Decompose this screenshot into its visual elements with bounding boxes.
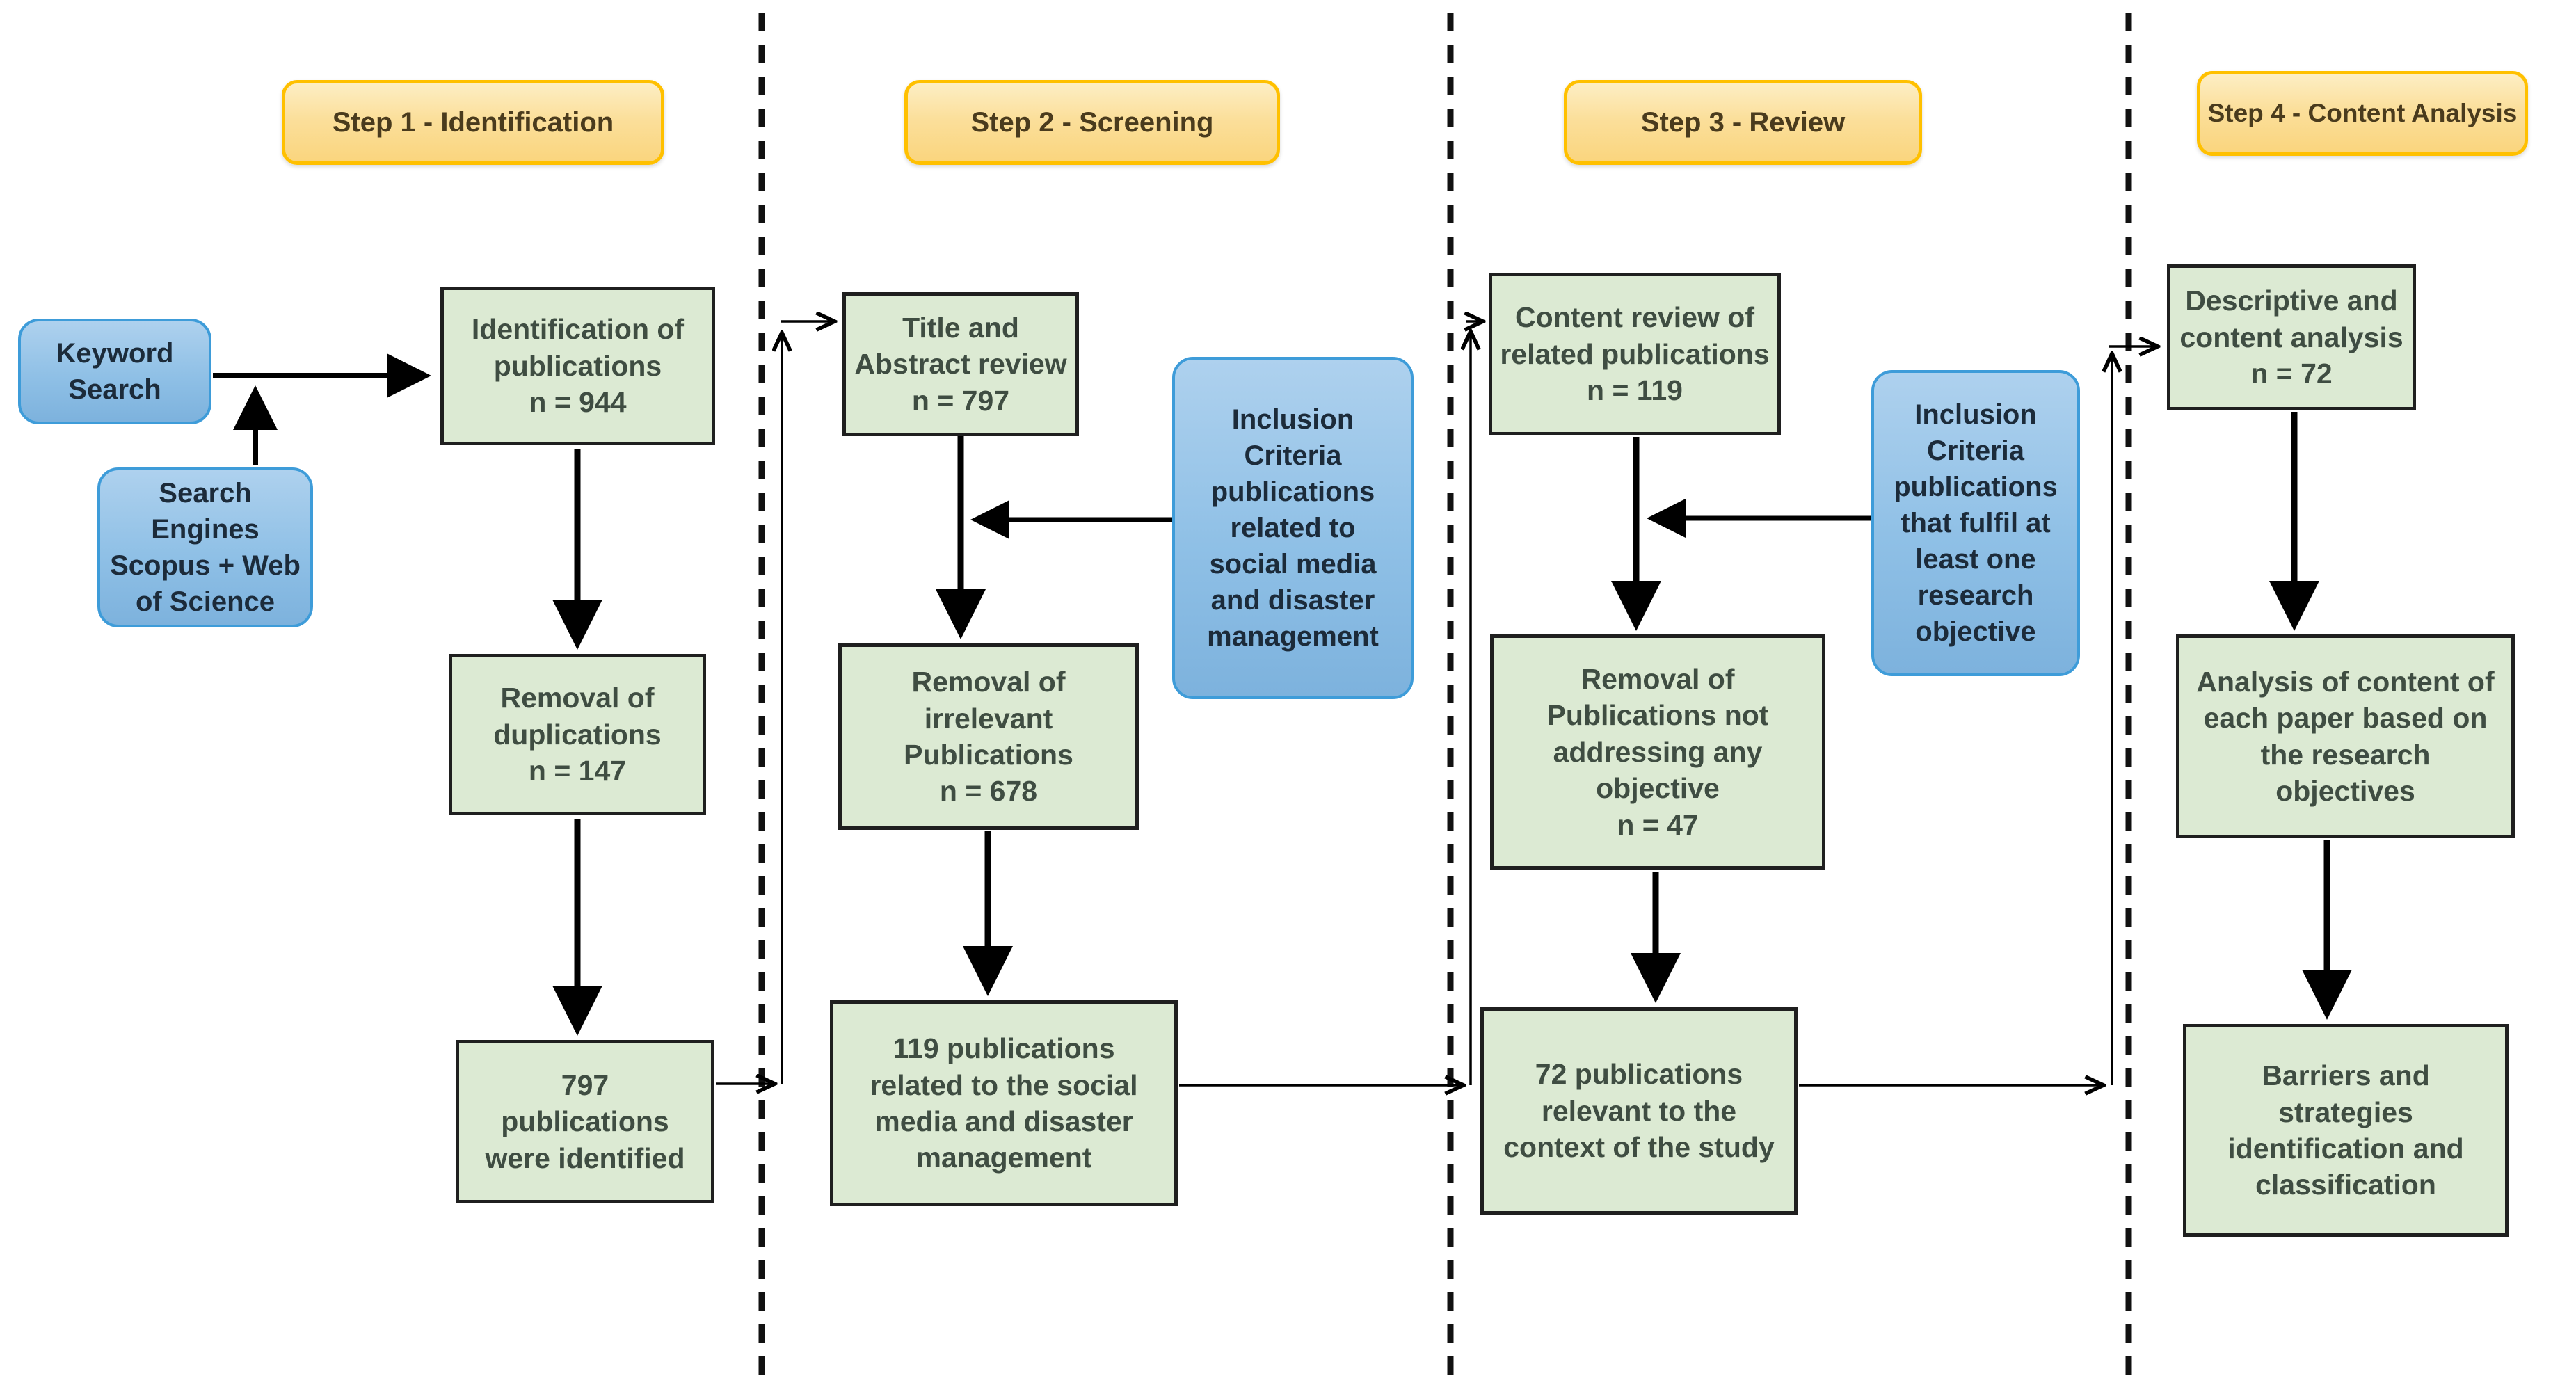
box-removal-irrelevant-publications: Removal of irrelevant Publications n = 6… bbox=[838, 643, 1139, 830]
box-title-abstract-review: Title and Abstract review n = 797 bbox=[842, 292, 1079, 436]
box-72-publications-relevant: 72 publications relevant to the context … bbox=[1480, 1007, 1798, 1215]
box-content-review-related: Content review of related publications n… bbox=[1489, 273, 1781, 435]
inclusion-screening-title: Inclusion Criteria bbox=[1231, 404, 1354, 471]
inclusion-screening-body: publications related to social media and… bbox=[1207, 477, 1379, 652]
search-engines-body: Scopus + Web of Science bbox=[110, 550, 301, 617]
box-analysis-of-content: Analysis of content of each paper based … bbox=[2176, 634, 2515, 838]
step-3-header: Step 3 - Review bbox=[1564, 80, 1922, 165]
box-797-publications-identified: 797 publications were identified bbox=[456, 1040, 714, 1203]
step-2-header: Step 2 - Screening bbox=[904, 80, 1280, 165]
box-barriers-and-strategies: Barriers and strategies identification a… bbox=[2183, 1024, 2509, 1237]
inclusion-review-body: publications that fulfil at least one re… bbox=[1894, 472, 2058, 647]
inclusion-review-title: Inclusion Criteria bbox=[1914, 399, 2037, 466]
box-inclusion-criteria-review: Inclusion Criteria publications that ful… bbox=[1871, 370, 2080, 676]
search-engines-title: Search Engines bbox=[151, 478, 259, 545]
step-1-header: Step 1 - Identification bbox=[282, 80, 664, 165]
box-search-engines: Search Engines Scopus + Web of Science bbox=[97, 467, 313, 627]
box-identification-of-publications: Identification of publications n = 944 bbox=[440, 287, 715, 445]
box-removal-of-duplications: Removal of duplications n = 147 bbox=[449, 654, 706, 815]
box-keyword-search: Keyword Search bbox=[18, 319, 211, 424]
step-4-header: Step 4 - Content Analysis bbox=[2197, 71, 2528, 156]
keyword-search-body: Keyword Search bbox=[56, 338, 174, 405]
box-removal-not-addressing: Removal of Publications not addressing a… bbox=[1490, 634, 1825, 870]
box-inclusion-criteria-screening: Inclusion Criteria publications related … bbox=[1172, 357, 1414, 699]
box-119-publications-related: 119 publications related to the social m… bbox=[830, 1000, 1178, 1206]
box-descriptive-content-analysis: Descriptive and content analysis n = 72 bbox=[2167, 264, 2416, 410]
